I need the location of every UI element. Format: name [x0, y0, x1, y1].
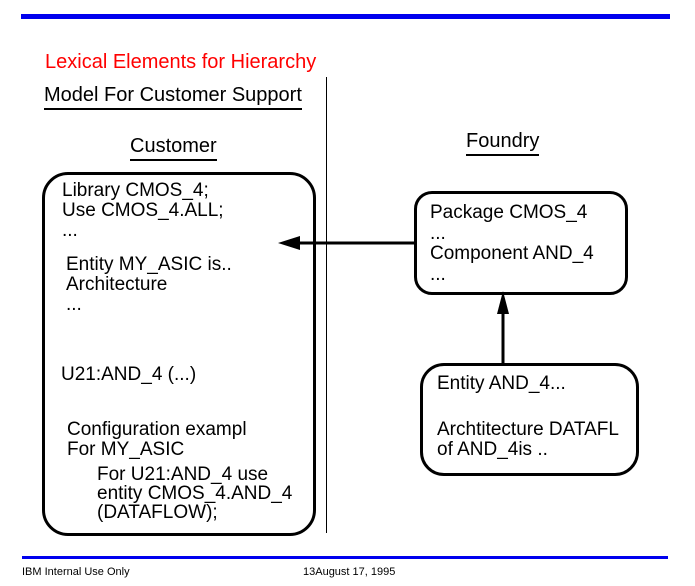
page-title: Lexical Elements for Hierarchy [45, 51, 317, 73]
code-line: Package CMOS_4 [430, 202, 588, 223]
code-line: ... [430, 222, 446, 244]
code-line: ... [62, 220, 78, 241]
code-line: of AND_4is .. [437, 439, 548, 460]
code-line: entity CMOS_4.AND_4 [97, 483, 293, 504]
package-block: Package CMOS_4 ... Component AND_4 ... [430, 202, 594, 285]
column-divider-line [326, 77, 327, 533]
customer-configuration-block: Configuration exampl For MY_ASIC [67, 420, 247, 460]
code-line: Library CMOS_4; [62, 180, 209, 201]
code-line: ... [430, 263, 446, 285]
entity-architecture-block: Archtitecture DATAFL of AND_4is .. [437, 420, 619, 460]
code-line: Configuration exampl [67, 419, 247, 440]
page-subtitle: Model For Customer Support [44, 83, 302, 110]
customer-library-block: Library CMOS_4; Use CMOS_4.ALL; ... [62, 181, 224, 241]
entity-code-box [420, 363, 639, 476]
customer-entity-block: Entity MY_ASIC is.. Architecture ... [66, 255, 232, 315]
code-line: Use CMOS_4.ALL; [62, 200, 224, 221]
footer-blue-rule [22, 556, 668, 559]
code-line: Architecture [66, 274, 168, 295]
code-line: Component AND_4 [430, 243, 594, 264]
code-line: For U21:AND_4 use [97, 464, 269, 485]
code-line: Archtitecture DATAFL [437, 419, 619, 440]
code-line: U21:AND_4 (...) [61, 364, 197, 385]
customer-code-box [42, 172, 316, 536]
foundry-column-heading: Foundry [466, 130, 540, 156]
package-code-box [414, 191, 628, 295]
top-blue-rule [21, 14, 670, 19]
footer-classification: IBM Internal Use Only [22, 566, 130, 578]
customer-instance-block: U21:AND_4 (...) [61, 365, 196, 385]
code-line: (DATAFLOW); [97, 502, 218, 523]
code-line: For MY_ASIC [67, 439, 185, 460]
customer-configuration-indented-block: For U21:AND_4 use entity CMOS_4.AND_4 (D… [97, 465, 292, 522]
customer-column-heading: Customer [130, 135, 217, 161]
entity-declaration-line: Entity AND_4... [437, 373, 566, 394]
code-line: Entity MY_ASIC is.. [66, 254, 232, 275]
footer-date: 13August 17, 1995 [303, 566, 396, 578]
code-line: ... [66, 294, 82, 315]
